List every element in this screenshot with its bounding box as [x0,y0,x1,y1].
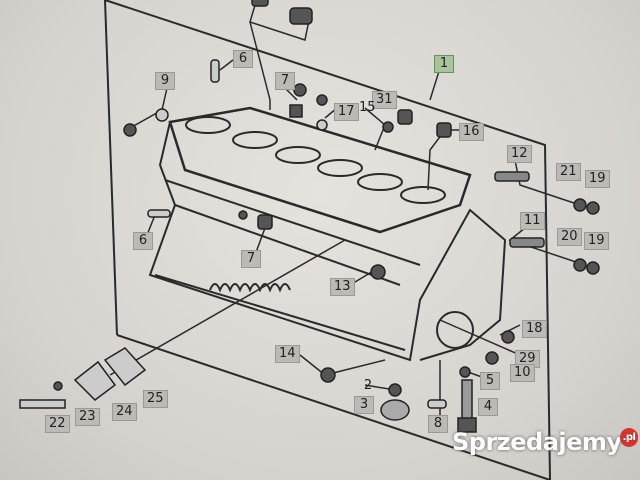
block-side [148,121,507,362]
frame-outline [104,0,551,480]
callout-29[interactable]: 29 [515,350,540,368]
watermark-text: Sprzedajemy [452,428,622,456]
callout-10[interactable]: 10 [510,364,535,382]
block-rib [154,179,421,351]
callout-11[interactable]: 11 [520,212,545,230]
callout-16[interactable]: 16 [459,123,484,141]
callout-21[interactable]: 21 [556,163,581,181]
leader-lines [109,4,586,420]
callout-15[interactable]: 15 [359,100,376,115]
callout-23[interactable]: 23 [75,408,100,426]
callout-17[interactable]: 17 [334,103,359,121]
callout-19[interactable]: 19 [585,170,610,188]
callout-6[interactable]: 6 [233,50,253,68]
callout-24[interactable]: 24 [112,403,137,421]
callout-18[interactable]: 18 [522,320,547,338]
callout-25[interactable]: 25 [143,390,168,408]
callout-7[interactable]: 7 [275,72,295,90]
callout-4[interactable]: 4 [478,398,498,416]
callout-20[interactable]: 20 [557,228,582,246]
callout-14[interactable]: 14 [275,345,300,363]
callout-13[interactable]: 13 [330,278,355,296]
frame-left [104,0,118,336]
callout-22[interactable]: 22 [45,415,70,433]
block-top [168,106,472,234]
cylinder-bores [185,116,446,204]
callout-9[interactable]: 9 [155,72,175,90]
callout-1[interactable]: 1 [434,55,454,73]
callout-19[interactable]: 19 [584,232,609,250]
watermark: Sprzedajemy.pl [452,428,639,456]
small-parts [19,0,600,433]
callout-31[interactable]: 31 [372,91,397,109]
callout-7[interactable]: 7 [241,250,261,268]
watermark-suffix: .pl [619,428,639,447]
frame-bottom [116,334,551,480]
rear-seal-bore [436,311,474,349]
callout-2[interactable]: 2 [363,378,373,393]
callout-3[interactable]: 3 [354,396,374,414]
callout-12[interactable]: 12 [507,145,532,163]
callout-8[interactable]: 8 [428,415,448,433]
callout-5[interactable]: 5 [480,372,500,390]
callout-6[interactable]: 6 [133,232,153,250]
crank-waves [209,283,291,293]
